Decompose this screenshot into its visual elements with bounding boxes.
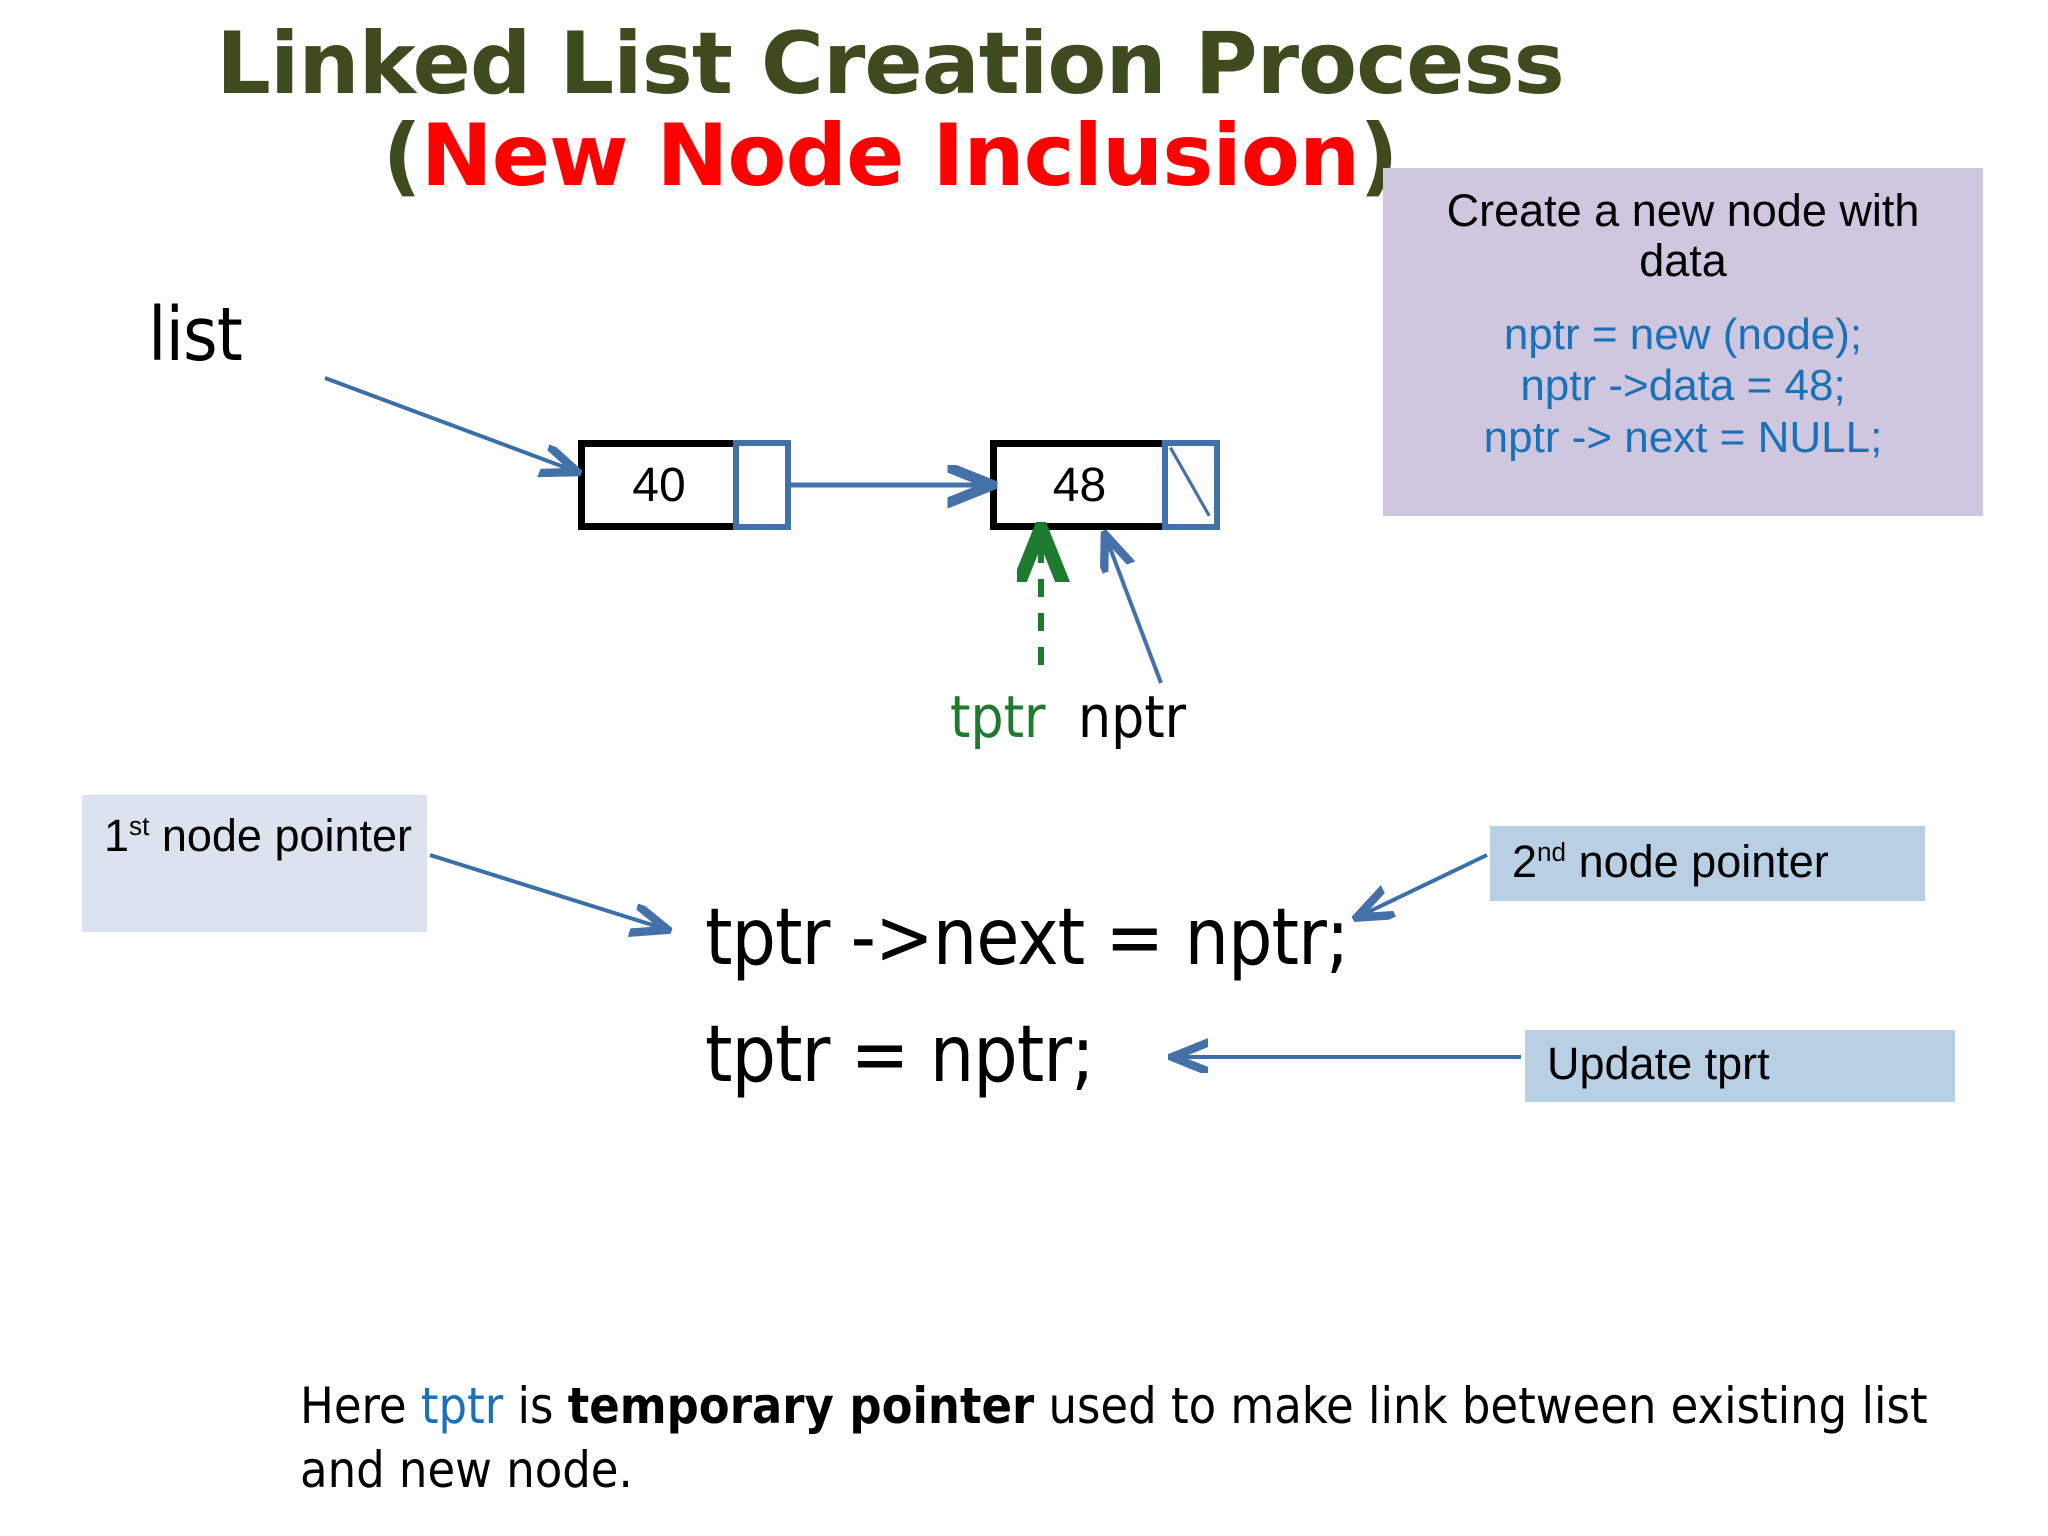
arrow-first-node-pointer bbox=[429, 853, 662, 928]
create-node-heading: Create a new node with data bbox=[1446, 185, 1920, 287]
code-statement-link-next: tptr ->next = nptr; bbox=[705, 893, 1350, 983]
callout-first-rest: node pointer bbox=[149, 810, 413, 861]
create-node-callout: Create a new node with data nptr = new (… bbox=[1383, 168, 1983, 516]
node-48-next-cell bbox=[1162, 440, 1220, 530]
callout-first-prefix: 1 bbox=[104, 810, 130, 861]
caption-part-3: used to make link between existing list … bbox=[300, 1377, 1928, 1499]
callout-update-tptr: Update tprt bbox=[1525, 1030, 1955, 1102]
caption-part-1: Here bbox=[300, 1377, 421, 1435]
node-48-data: 48 bbox=[990, 440, 1162, 530]
callout-first-node-pointer: 1st node pointer bbox=[82, 795, 427, 932]
title-text-green: Linked List Creation Process ( bbox=[216, 14, 1593, 207]
callout-second-rest: node pointer bbox=[1566, 836, 1829, 887]
callout-second-sup: nd bbox=[1537, 837, 1567, 867]
node-40-data: 40 bbox=[578, 440, 733, 530]
arrow-list-to-node40 bbox=[324, 376, 572, 470]
footer-caption: Here tptr is temporary pointer used to m… bbox=[300, 1375, 1940, 1502]
nptr-label: nptr bbox=[1078, 683, 1187, 751]
null-slash-icon bbox=[1169, 446, 1211, 517]
arrow-nptr-to-node48 bbox=[1107, 540, 1163, 684]
node-48: 48 bbox=[990, 440, 1220, 530]
caption-part-2: is bbox=[503, 1377, 568, 1435]
arrow-second-node-pointer bbox=[1362, 853, 1488, 915]
code-statement-update-tptr: tptr = nptr; bbox=[705, 1010, 1095, 1100]
title-text-red: New Node Inclusion bbox=[420, 106, 1360, 207]
create-node-code: nptr = new (node); nptr ->data = 48; npt… bbox=[1483, 309, 1883, 462]
callout-second-node-pointer: 2nd node pointer bbox=[1490, 826, 1925, 901]
node-40: 40 bbox=[578, 440, 791, 530]
node-40-next-cell bbox=[733, 440, 791, 530]
callout-second-prefix: 2 bbox=[1512, 836, 1538, 887]
caption-tptr: tptr bbox=[420, 1377, 504, 1435]
caption-bold: temporary pointer bbox=[567, 1377, 1035, 1435]
callout-first-sup: st bbox=[129, 811, 150, 841]
list-pointer-label: list bbox=[148, 292, 243, 378]
tptr-label: tptr bbox=[950, 683, 1046, 751]
page-title: Linked List Creation Process (New Node I… bbox=[150, 18, 1630, 202]
